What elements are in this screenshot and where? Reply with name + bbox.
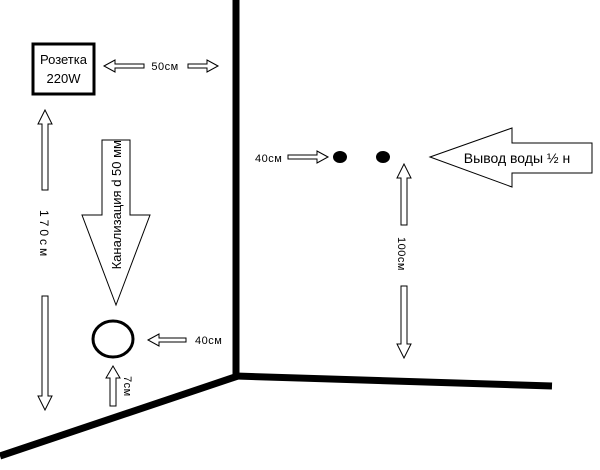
dim-water-40cm-label: 40см [255, 153, 282, 165]
water-down-arrow-icon [396, 285, 412, 360]
drain-left-arrow-icon [146, 333, 187, 347]
left-floor-line [0, 372, 240, 460]
socket-box: Розетка 220W [31, 42, 96, 96]
socket-label-line1: Розетка [40, 52, 88, 67]
drain-up-arrow-icon [105, 365, 121, 407]
right-arrow-icon [187, 59, 220, 73]
dim-170cm-label: 170см [37, 210, 51, 259]
water-outlet-arrow: Вывод воды ½ н [428, 127, 593, 188]
water-up-arrow-icon [396, 162, 412, 226]
up-arrow-icon [37, 108, 53, 191]
dimension-water-from-wall: 40см [255, 150, 330, 165]
water-outlet-cold [333, 151, 347, 163]
water-outlet-hot [376, 151, 390, 163]
sewer-down-arrow-icon [81, 139, 151, 307]
water-outlet-label: Вывод воды ½ н [464, 150, 570, 166]
dimension-drain-height: 7см [105, 365, 133, 407]
dimension-drain-from-wall: 40см [146, 333, 222, 347]
dim-50cm-label: 50см [151, 61, 178, 73]
sewer-label: Канализация d 50 мм [109, 140, 124, 269]
dimension-socket-height: 170см [37, 108, 53, 412]
dimension-water-height: 100см [395, 162, 412, 360]
water-right-arrow-icon [287, 150, 330, 164]
sewer-arrow: Канализация d 50 мм [81, 139, 151, 307]
left-arrow-icon [102, 59, 145, 73]
drain-hole [91, 319, 135, 359]
socket-box-frame [31, 42, 96, 96]
dim-7cm-label: 7см [121, 376, 133, 397]
dim-drain-40cm-label: 40см [195, 335, 222, 347]
water-outlets [333, 151, 390, 163]
right-floor-line [235, 372, 553, 390]
socket-label-line2: 220W [47, 71, 82, 86]
dimension-socket-to-wall: 50см [102, 59, 220, 73]
water-left-arrow-icon [428, 127, 593, 188]
room-corner-walls [0, 0, 553, 460]
dim-100cm-label: 100см [395, 237, 407, 271]
down-arrow-icon [37, 295, 53, 412]
